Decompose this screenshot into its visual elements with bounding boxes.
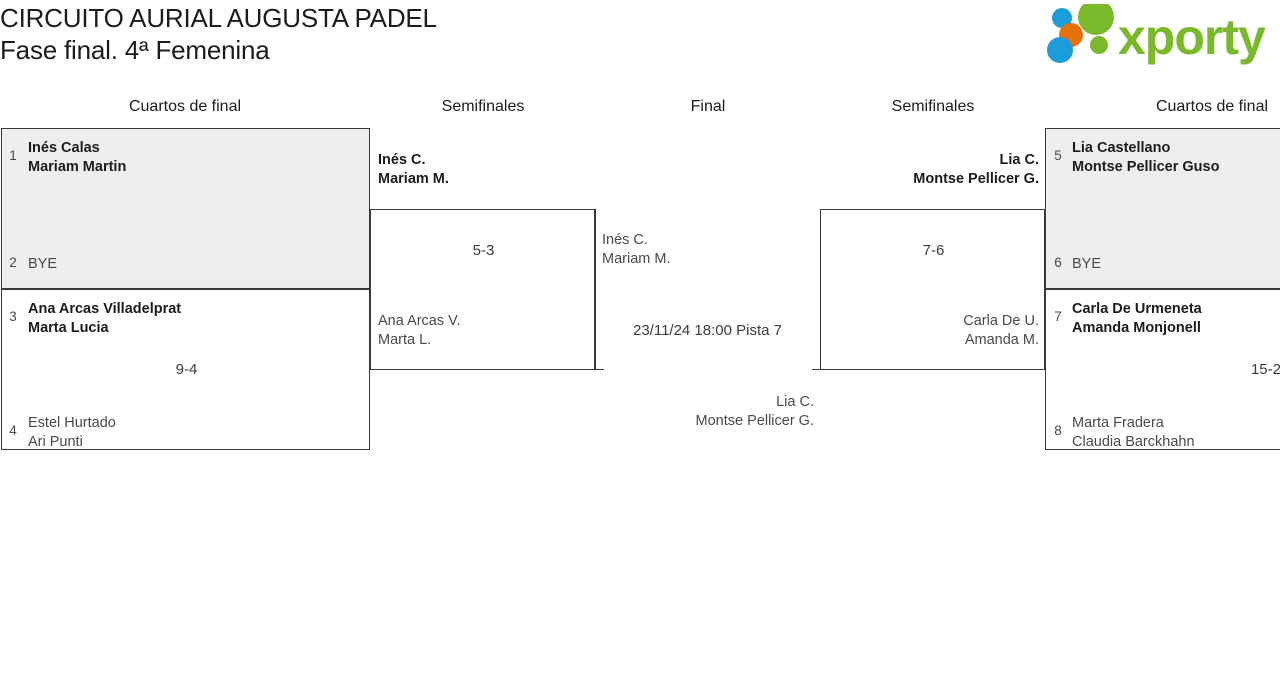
match-box-qf-2[interactable]: 3 Ana Arcas Villadelprat Marta Lucia 4 E…	[1, 289, 370, 450]
team-bottom: Lia C. Montse Pellicer G.	[695, 394, 814, 429]
match-box-qf-3[interactable]: 5 Lia Castellano Montse Pellicer Guso 6 …	[1045, 128, 1280, 289]
xporty-logo[interactable]: xporty	[1042, 4, 1274, 66]
team-bottom: Marta Fradera Claudia Barckhahn	[1072, 415, 1195, 450]
tournament-phase: Fase final. 4ª Femenina	[0, 35, 270, 65]
column-header-semifinals-right: Semifinales	[891, 98, 975, 115]
team-bottom: Ana Arcas V. Marta L.	[378, 313, 461, 348]
team-top: Inés C. Mariam M.	[602, 232, 671, 267]
match-score: 5-3	[472, 242, 495, 259]
team-top: Ana Arcas Villadelprat Marta Lucia	[28, 301, 182, 336]
column-header-quarters-left: Cuartos de final	[128, 98, 242, 115]
seed-number: 4	[9, 423, 17, 438]
team-bottom: BYE	[28, 256, 58, 272]
match-score: 9-4	[175, 361, 198, 378]
match-box-qf-4[interactable]: 7 Carla De Urmeneta Amanda Monjonell 8 M…	[1045, 289, 1280, 450]
match-score: 7-6	[922, 242, 945, 259]
final-stub	[595, 209, 596, 210]
column-header-quarters-right: Cuartos de final	[1155, 98, 1269, 115]
column-header-semifinals-left: Semifinales	[441, 98, 525, 115]
team-bottom: Carla De U. Amanda M.	[963, 313, 1039, 348]
seed-number: 5	[1054, 148, 1062, 163]
seed-number: 1	[9, 148, 17, 163]
logo-wordmark: xporty	[1118, 9, 1267, 65]
column-header-final: Final	[690, 98, 726, 115]
seed-number: 7	[1054, 309, 1062, 324]
team-top: Lia Castellano Montse Pellicer Guso	[1072, 140, 1220, 175]
tournament-title-block: CIRCUITO AURIAL AUGUSTA PADEL Fase final…	[0, 2, 437, 66]
team-top: Inés Calas Mariam Martin	[28, 140, 127, 175]
team-bottom: BYE	[1072, 256, 1102, 272]
seed-number: 6	[1054, 255, 1062, 270]
page-header: CIRCUITO AURIAL AUGUSTA PADEL Fase final…	[0, 0, 1280, 90]
seed-number: 8	[1054, 423, 1062, 438]
seed-number: 3	[9, 309, 17, 324]
match-box-sf-left[interactable]: Inés C. Mariam M. Ana Arcas V. Marta L. …	[370, 152, 595, 370]
logo-dots-icon	[1047, 4, 1114, 63]
team-top: Inés C. Mariam M.	[378, 152, 449, 187]
final-schedule: 23/11/24 18:00 Pista 7	[632, 322, 782, 339]
final-stub	[595, 369, 604, 370]
match-score: 15-2	[1250, 361, 1280, 378]
team-top: Carla De Urmeneta Amanda Monjonell	[1072, 301, 1202, 336]
seed-number: 2	[9, 255, 17, 270]
svg-text:xporty: xporty	[1118, 9, 1266, 65]
team-top: Lia C. Montse Pellicer G.	[913, 152, 1039, 187]
final-stub	[812, 369, 821, 370]
final-left-rule	[595, 209, 596, 370]
tournament-name: CIRCUITO AURIAL AUGUSTA PADEL	[0, 3, 437, 33]
match-box-qf-1[interactable]: 1 Inés Calas Mariam Martin 2 BYE	[1, 128, 370, 289]
match-box-sf-right[interactable]: Lia C. Montse Pellicer G. Carla De U. Am…	[820, 152, 1045, 370]
team-bottom: Estel Hurtado Ari Punti	[28, 415, 116, 450]
